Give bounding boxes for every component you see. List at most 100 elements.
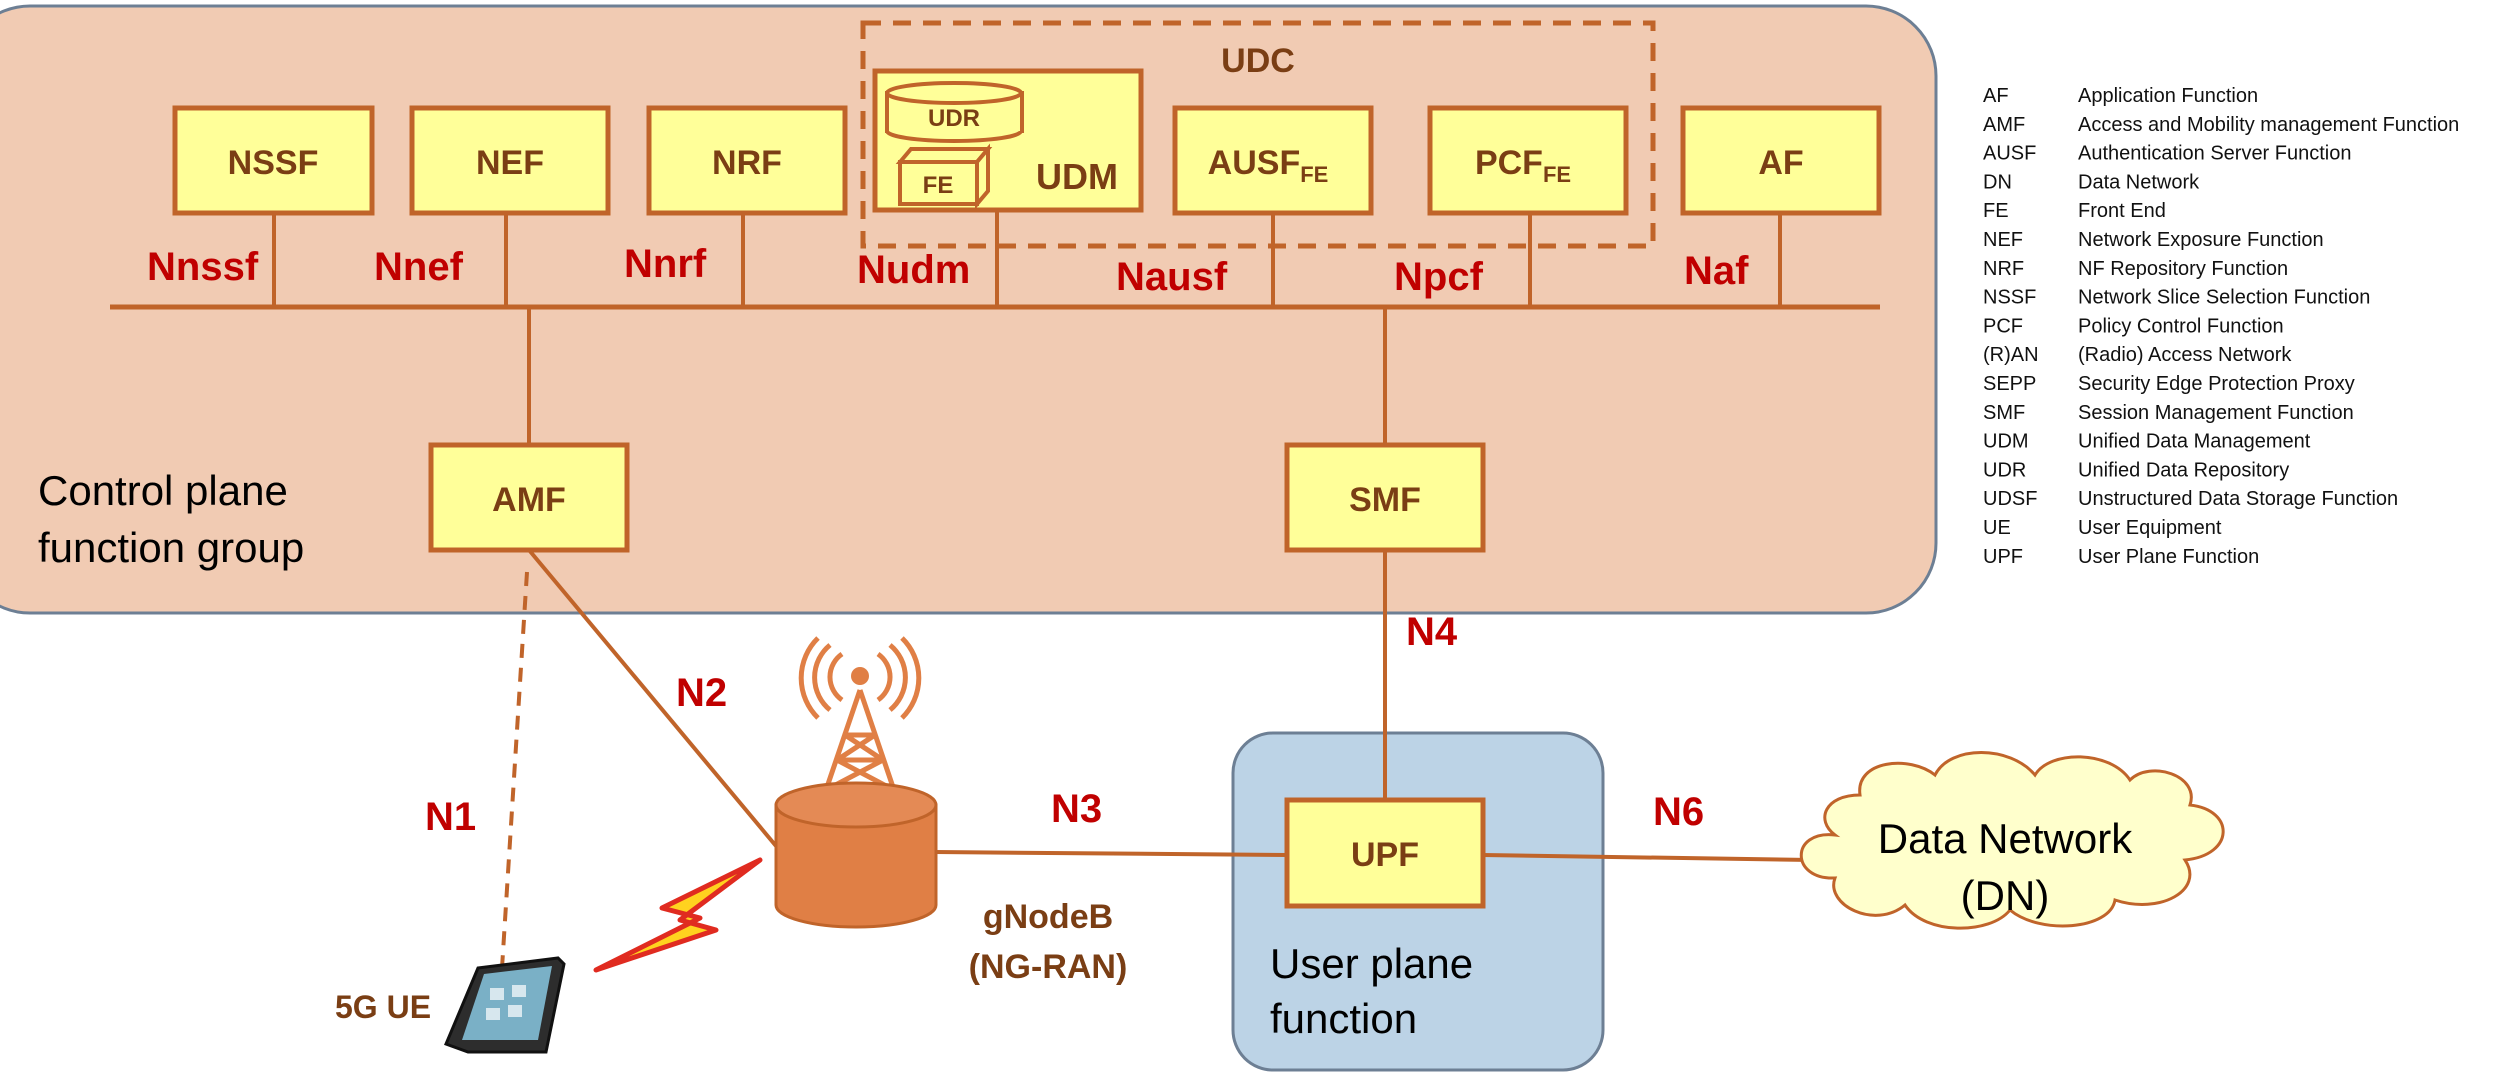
amf-box: AMF xyxy=(428,442,630,553)
legend-desc: Unified Data Management xyxy=(2078,431,2311,453)
legend-abbr: AF xyxy=(1983,85,2009,107)
lightning-bolt-icon xyxy=(593,857,763,973)
af-box: AF xyxy=(1680,105,1882,216)
legend-desc: Policy Control Function xyxy=(2078,315,2284,337)
npcf-label: Npcf xyxy=(1394,255,1484,299)
gnodeb-label-line1: gNodeB xyxy=(983,898,1113,936)
legend-row: SMF Session Management Function xyxy=(1983,402,2354,424)
legend-abbr: SMF xyxy=(1983,402,2025,424)
legend-desc: NF Repository Function xyxy=(2078,258,2288,280)
legend-desc: Network Exposure Function xyxy=(2078,229,2324,251)
n2-label: N2 xyxy=(676,671,727,715)
legend-row: UE User Equipment xyxy=(1983,517,2222,539)
bus-drops xyxy=(272,210,1782,445)
legend-abbr: NRF xyxy=(1983,258,2024,280)
nnssf-label: Nnssf xyxy=(147,245,259,289)
ausf-main: AUSF xyxy=(1208,144,1301,182)
fe-cube-icon: FE xyxy=(895,143,993,210)
legend-desc: Front End xyxy=(2078,200,2166,222)
ue-label: 5G UE xyxy=(335,989,431,1025)
legend-abbr: FE xyxy=(1983,200,2009,222)
ausf-sub: FE xyxy=(1300,162,1328,187)
n2-link xyxy=(527,548,778,848)
n1-label: N1 xyxy=(425,795,476,839)
legend-row: NRF NF Repository Function xyxy=(1983,258,2288,280)
legend-desc: Session Management Function xyxy=(2078,402,2354,424)
udm-label: UDM xyxy=(1036,156,1118,197)
legend-row: DN Data Network xyxy=(1983,171,2200,193)
legend-row: UDSF Unstructured Data Storage Function xyxy=(1983,488,2398,510)
n3-link xyxy=(934,850,1288,857)
legend-desc: Application Function xyxy=(2078,85,2258,107)
ausf-label: AUSFFE xyxy=(1208,144,1329,187)
legend-row: AF Application Function xyxy=(1983,85,2258,107)
legend-abbr: NEF xyxy=(1983,229,2023,251)
n1-link xyxy=(500,571,529,969)
naf-label: Naf xyxy=(1684,249,1749,293)
legend-row: (R)AN(Radio) Access Network xyxy=(1983,344,2292,366)
legend-row: UDM Unified Data Management xyxy=(1983,431,2311,453)
fe-label: FE xyxy=(923,172,954,199)
legend-desc: Access and Mobility management Function xyxy=(2078,114,2459,136)
data-network-label-line2: (DN) xyxy=(1961,872,2050,919)
nssf-label: NSSF xyxy=(228,144,319,182)
upf-box: UPF xyxy=(1284,797,1486,909)
legend-desc: Authentication Server Function xyxy=(2078,143,2352,165)
udr-database-icon: UDR xyxy=(885,81,1024,143)
legend-row: FE Front End xyxy=(1983,200,2166,222)
udc-label: UDC xyxy=(1221,42,1295,80)
legend-desc: (Radio) Access Network xyxy=(2078,344,2292,366)
user-plane-label-line2: function xyxy=(1270,995,1417,1042)
legend-abbr: UPF xyxy=(1983,546,2023,568)
cloud-icon xyxy=(1799,751,2225,930)
nnrf-label: Nnrf xyxy=(624,242,707,286)
legend-desc: Network Slice Selection Function xyxy=(2078,287,2370,309)
legend-abbr: UE xyxy=(1983,517,2011,539)
smartphone-icon xyxy=(444,956,566,1054)
antenna-tower-icon xyxy=(798,636,922,793)
nrf-label: NRF xyxy=(712,144,782,182)
pcf-box: PCFFE xyxy=(1427,105,1629,216)
udm-box: UDM UDR FE xyxy=(872,68,1144,213)
nef-box: NEF xyxy=(409,105,611,216)
gnodeb-label-line2: (NG-RAN) xyxy=(969,948,1128,986)
n6-label: N6 xyxy=(1653,790,1704,834)
pcf-main: PCF xyxy=(1475,144,1543,182)
nudm-label: Nudm xyxy=(857,248,970,292)
legend-abbr: DN xyxy=(1983,171,2012,193)
control-plane-label-line2: function group xyxy=(38,524,304,571)
nssf-box: NSSF xyxy=(172,105,375,216)
upf-label: UPF xyxy=(1351,836,1419,874)
nausf-label: Nausf xyxy=(1116,255,1228,299)
gnodeb-cylinder xyxy=(774,781,938,929)
legend-row: NSSF Network Slice Selection Function xyxy=(1983,287,2370,309)
legend-desc: Unified Data Repository xyxy=(2078,459,2289,481)
n3-label: N3 xyxy=(1051,787,1102,831)
legend-abbr: UDSF xyxy=(1983,488,2037,510)
udc-group xyxy=(860,20,1656,249)
legend-row: UDR Unified Data Repository xyxy=(1983,459,2289,481)
legend-desc: Unstructured Data Storage Function xyxy=(2078,488,2398,510)
user-plane-label-line1: User plane xyxy=(1270,940,1473,987)
ausf-box: AUSFFE xyxy=(1172,105,1374,216)
legend-desc: Data Network xyxy=(2078,171,2200,193)
n4-label: N4 xyxy=(1406,610,1458,654)
n6-link xyxy=(1482,853,1813,862)
legend-abbr: UDM xyxy=(1983,431,2029,453)
legend-abbr: NSSF xyxy=(1983,287,2036,309)
legend-row: NEF Network Exposure Function xyxy=(1983,229,2324,251)
legend-abbr: SEPP xyxy=(1983,373,2036,395)
legend-abbr: AUSF xyxy=(1983,143,2036,165)
nef-label: NEF xyxy=(476,144,544,182)
data-network-label-line1: Data Network xyxy=(1878,815,2133,862)
smf-box: SMF xyxy=(1284,442,1486,553)
amf-label: AMF xyxy=(492,481,566,519)
legend-desc: User Equipment xyxy=(2078,517,2222,539)
udr-label: UDR xyxy=(928,105,980,132)
legend-abbr: UDR xyxy=(1983,459,2026,481)
